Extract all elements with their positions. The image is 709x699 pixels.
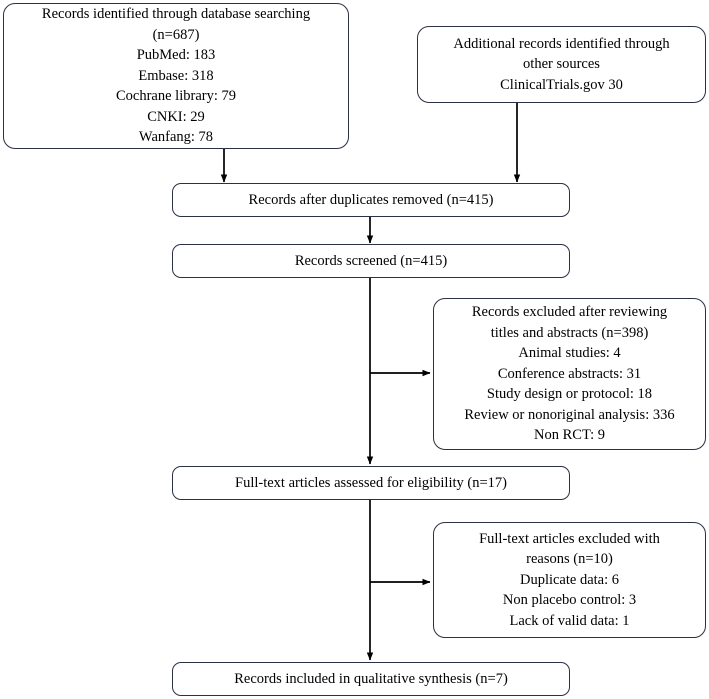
box-line: ClinicalTrials.gov 30 <box>500 76 623 93</box>
box-records-identified-database-searching: Records identified through database sear… <box>3 3 349 149</box>
box-line: Animal studies: 4 <box>518 345 621 362</box>
box-line: other sources <box>523 56 600 73</box>
box-line: Embase: 318 <box>138 67 214 84</box>
box-line: Wanfang: 78 <box>138 129 214 146</box>
box-line: Records identified through database sear… <box>41 5 311 22</box>
box-line: Full-text articles excluded with <box>479 530 660 547</box>
box-records-excluded-after-review: Records excluded after reviewing titles … <box>433 298 706 450</box>
box-records-screened: Records screened (n=415) <box>172 244 570 278</box>
box-line: Study design or protocol: 18 <box>486 386 653 403</box>
box-line: Records screened (n=415) <box>294 252 448 269</box>
box-line: Records after duplicates removed (n=415) <box>248 191 494 208</box>
box-full-text-articles-excluded: Full-text articles excluded with reasons… <box>433 522 706 638</box>
box-full-text-articles-assessed: Full-text articles assessed for eligibil… <box>172 466 570 500</box>
box-line: Conference abstracts: 31 <box>497 365 642 382</box>
box-line: Records included in qualitative synthesi… <box>234 670 508 687</box>
box-line: (n=687) <box>152 26 200 43</box>
box-line: Full-text articles assessed for eligibil… <box>235 474 507 491</box>
box-additional-records-other-sources: Additional records identified through ot… <box>417 26 706 103</box>
box-line: titles and abstracts (n=398) <box>490 324 649 341</box>
box-line: Cochrane library: 79 <box>116 88 236 105</box>
box-line: Duplicate data: 6 <box>519 571 620 588</box>
box-records-included-qualitative-synthesis: Records included in qualitative synthesi… <box>172 662 570 696</box>
box-line: CNKI: 29 <box>147 108 205 125</box>
box-records-after-duplicates-removed: Records after duplicates removed (n=415) <box>172 183 570 217</box>
box-line: Additional records identified through <box>453 35 670 52</box>
box-line: Records excluded after reviewing <box>471 303 668 320</box>
box-line: Non placebo control: 3 <box>502 592 637 609</box>
box-line: Lack of valid data: 1 <box>509 612 630 629</box>
box-line: PubMed: 183 <box>136 47 216 64</box>
box-line: Non RCT: 9 <box>534 427 605 444</box>
box-line: reasons (n=10) <box>526 551 613 568</box>
box-line: Review or nonoriginal analysis: 336 <box>464 406 675 423</box>
